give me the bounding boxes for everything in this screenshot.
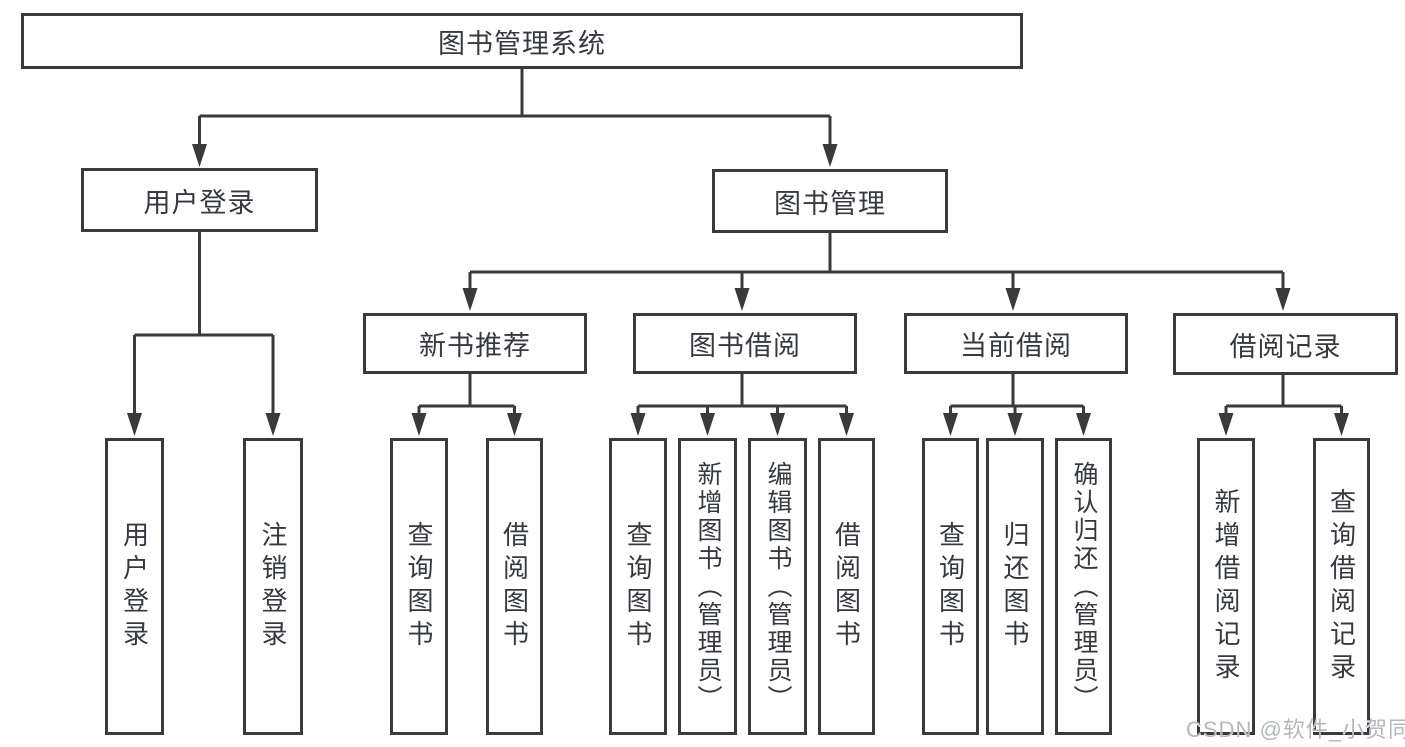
leaf-logout: 注销登录 (243, 438, 303, 735)
node-book-management: 图书管理 (712, 169, 948, 233)
arrowhead (1076, 413, 1091, 436)
arrowhead (630, 413, 646, 436)
leaf-query-books-borrowing: 查询图书 (609, 438, 667, 735)
connector-records-to-leaves (1218, 374, 1349, 436)
arrowhead (700, 413, 715, 436)
leaf-borrow-books-recommend: 借阅图书 (486, 438, 543, 735)
leaf-user-login: 用户登录 (105, 438, 164, 735)
leaf-confirm-return-admin: 确认归还（管理员） (1055, 438, 1112, 735)
leaf-return-books: 归还图书 (986, 438, 1044, 735)
arrowhead (822, 144, 838, 167)
node-new-book-recommendation: 新书推荐 (363, 313, 587, 374)
arrowhead (462, 288, 478, 311)
connector-login-to-leaves (127, 232, 281, 436)
arrowhead (127, 413, 142, 436)
arrowhead (265, 413, 281, 436)
arrowhead (734, 288, 750, 311)
leaf-borrow-books-borrowing: 借阅图书 (818, 438, 875, 735)
arrowhead (1007, 413, 1023, 436)
node-root: 图书管理系统 (21, 13, 1023, 69)
leaf-query-borrow-record: 查询借阅记录 (1313, 438, 1370, 735)
connector-current-to-leaves (943, 374, 1091, 436)
node-borrowing-records: 借阅记录 (1173, 313, 1398, 375)
leaf-query-books-recommend: 查询图书 (390, 438, 448, 735)
connector-borrowing-to-leaves (630, 374, 854, 436)
arrowhead (1218, 413, 1234, 436)
arrowhead (1334, 413, 1349, 436)
arrowhead (411, 413, 427, 436)
node-current-borrowing: 当前借阅 (904, 313, 1128, 374)
node-user-login: 用户登录 (81, 168, 318, 232)
leaf-query-books-current: 查询图书 (922, 438, 979, 735)
arrowhead (770, 413, 785, 436)
arrowhead (192, 144, 207, 167)
arrowhead (507, 413, 522, 436)
node-book-borrowing: 图书借阅 (633, 313, 857, 374)
leaf-add-borrow-record: 新增借阅记录 (1197, 438, 1255, 735)
connector-recommend-to-leaves (411, 374, 522, 436)
arrowhead (839, 413, 854, 436)
leaf-edit-book-admin: 编辑图书（管理员） (748, 438, 807, 735)
connector-root-to-level2 (192, 69, 838, 167)
watermark: CSDN @软件_小贺同学 (1186, 717, 1405, 742)
arrowhead (1275, 288, 1291, 311)
arrowhead (1005, 288, 1021, 311)
leaf-add-book-admin: 新增图书（管理员） (678, 438, 737, 735)
arrowhead (943, 413, 958, 436)
connector-management-to-level3 (462, 233, 1291, 311)
